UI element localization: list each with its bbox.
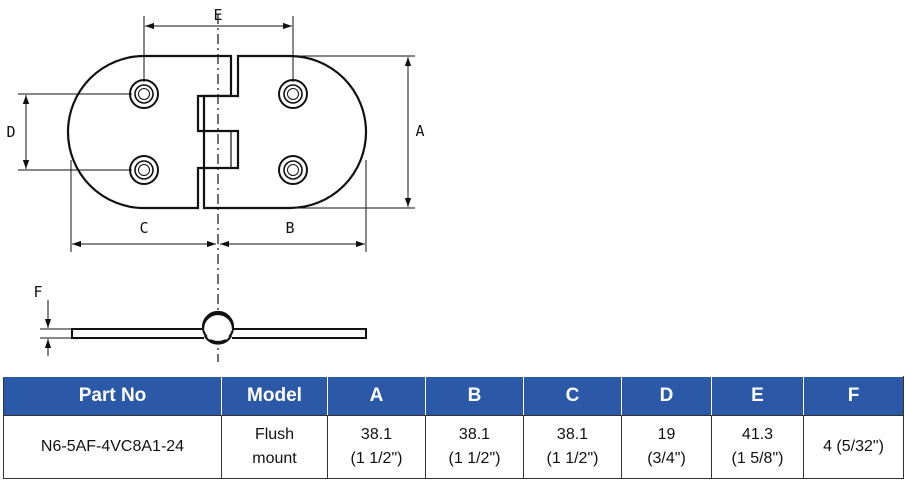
specification-table: Part No Model A B C D E F N6-5AF-4VC8A1-…: [3, 376, 904, 479]
cell-c: 38.1 (1 1/2"): [523, 415, 622, 479]
dimension-b: B: [220, 160, 367, 252]
dimension-e: E: [143, 6, 294, 82]
cell-b: 38.1 (1 1/2"): [425, 415, 524, 479]
dimension-f-label: F: [33, 283, 42, 301]
header-model: Model: [221, 376, 328, 416]
header-f: F: [803, 376, 904, 416]
dimension-d: D: [6, 93, 132, 171]
header-a: A: [327, 376, 426, 416]
screw-hole-bottom-left: [129, 155, 159, 185]
cell-model: Flush mount: [221, 415, 328, 479]
header-part-no: Part No: [3, 376, 222, 416]
hinge-technical-drawing: E D A C B F: [6, 6, 425, 362]
cell-a: 38.1 (1 1/2"): [327, 415, 426, 479]
hinge-right-leaf: [202, 54, 368, 210]
dimension-a-label: A: [415, 122, 424, 140]
dimension-e-label: E: [213, 6, 222, 24]
dimension-c: C: [70, 160, 216, 252]
header-e: E: [711, 376, 804, 416]
cell-d: 19 (3/4"): [621, 415, 712, 479]
header-b: B: [425, 376, 524, 416]
dimension-a: A: [292, 55, 425, 209]
screw-hole-bottom-right: [278, 155, 308, 185]
cell-e: 41.3 (1 5/8"): [711, 415, 804, 479]
dimension-f: F: [33, 283, 72, 356]
dimension-c-label: C: [139, 219, 148, 237]
dimension-d-label: D: [6, 123, 15, 141]
hinge-side-view: [71, 310, 367, 345]
cell-part-no: N6-5AF-4VC8A1-24: [3, 415, 222, 479]
screw-hole-top-left: [129, 79, 159, 109]
dimension-b-label: B: [285, 219, 294, 237]
cell-f: 4 (5/32"): [803, 415, 904, 479]
header-c: C: [523, 376, 622, 416]
table-header-row: Part No Model A B C D E F: [3, 376, 904, 416]
screw-hole-top-right: [278, 79, 308, 109]
table-row: N6-5AF-4VC8A1-24 Flush mount 38.1 (1 1/2…: [3, 415, 904, 479]
header-d: D: [621, 376, 712, 416]
